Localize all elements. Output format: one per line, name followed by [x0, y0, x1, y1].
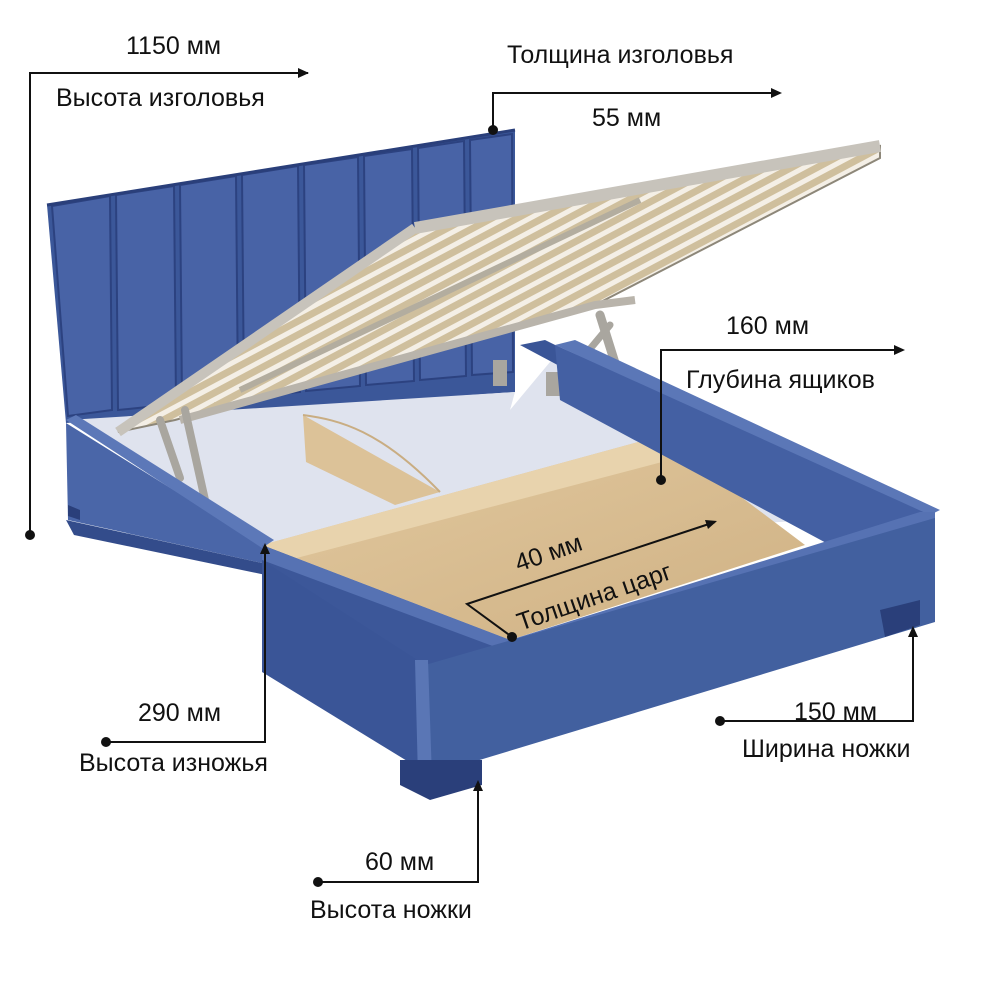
headboard-thickness-label: Толщина изголовья — [507, 41, 734, 69]
headboard-height-label: Высота изголовья — [56, 84, 265, 112]
leg-height-line — [318, 782, 479, 883]
anchor-dots — [25, 125, 725, 887]
bed-legs — [68, 505, 920, 800]
foot-rail — [262, 512, 935, 778]
leg-width-dot — [715, 716, 725, 726]
dimension-lines — [29, 72, 914, 883]
storage-floor — [262, 414, 805, 640]
drawer-depth-label: Глубина ящиков — [686, 366, 875, 394]
leg-height-value: 60 мм — [365, 848, 435, 876]
footboard-height-dot — [101, 737, 111, 747]
right-side-rail — [555, 340, 940, 622]
leg-width-value: 150 мм — [794, 698, 878, 726]
headboard-thickness-line — [492, 92, 780, 130]
leg-width-line — [720, 628, 914, 722]
footboard-height-arrow — [260, 543, 270, 554]
leg-width-label: Ширина ножки — [742, 735, 911, 763]
drawer-depth-dot — [656, 475, 666, 485]
arrowheads — [260, 68, 918, 791]
drawer-depth-line — [660, 349, 903, 480]
lifted-slat-frame — [115, 140, 882, 437]
headboard-height-dot — [25, 530, 35, 540]
headboard-height-arrow — [298, 68, 309, 78]
side-thickness-arrow — [705, 520, 717, 529]
leg-height-dot — [313, 877, 323, 887]
leg-height-arrow — [473, 780, 483, 791]
left-side-rail — [66, 415, 274, 575]
headboard-thickness-dot — [488, 125, 498, 135]
leg-width-arrow — [908, 626, 918, 637]
footboard-height-label: Высота изножья — [79, 749, 268, 777]
drawer-depth-arrow — [894, 345, 905, 355]
drawer-depth-value: 160 мм — [726, 312, 810, 340]
headboard-height-value: 1150 мм — [126, 32, 222, 60]
leg-height-label: Высота ножки — [310, 896, 472, 924]
footboard-height-line — [108, 545, 266, 743]
headboard-thickness-arrow — [771, 88, 782, 98]
headboard-thickness-value: 55 мм — [592, 104, 662, 132]
headboard-height-line — [29, 72, 308, 535]
side-thickness-line — [464, 521, 716, 638]
footboard-height-value: 290 мм — [138, 699, 222, 727]
side-thickness-dot — [507, 632, 517, 642]
